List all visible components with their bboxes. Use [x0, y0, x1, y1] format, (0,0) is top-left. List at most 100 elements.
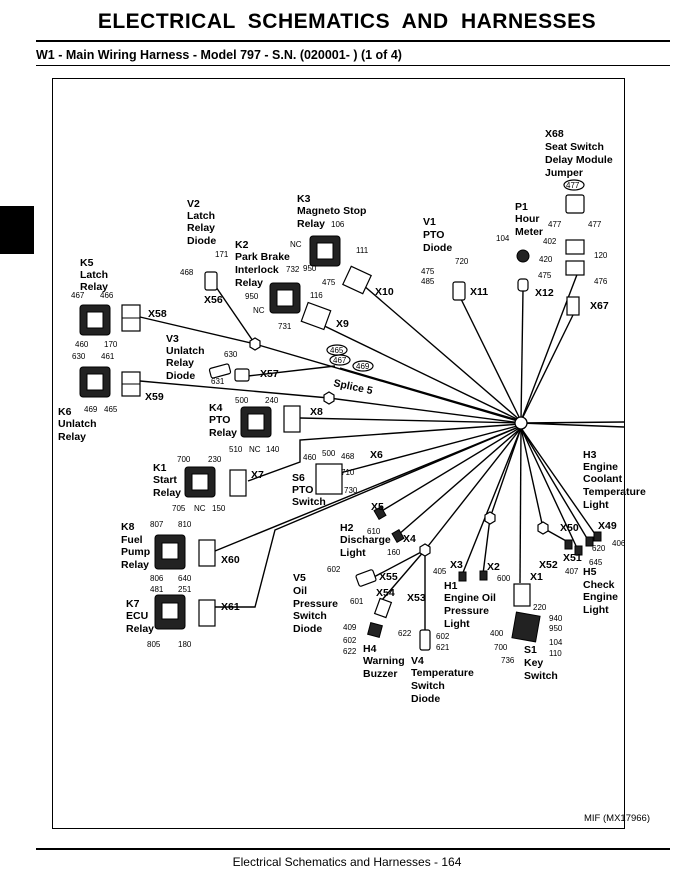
wire-num: 610: [367, 527, 381, 536]
wire-num: 500: [322, 449, 336, 458]
harness-hub: [514, 416, 528, 430]
label-x53: X53: [407, 592, 426, 604]
wire-num: 251: [178, 585, 192, 594]
wire-num: 720: [455, 257, 469, 266]
label-x54: X54: [376, 587, 395, 599]
connector-x49: [593, 531, 602, 542]
wire-num: 645: [589, 558, 603, 567]
wire-num: 468: [341, 452, 355, 461]
wire-num: 230: [208, 455, 222, 464]
label-x51: X51: [563, 552, 582, 564]
wire-num: 640: [178, 574, 192, 583]
label-x9: X9: [336, 318, 349, 330]
splice-5-label: Splice 5: [332, 377, 373, 397]
label-x49: X49: [598, 520, 617, 532]
wire-number-labels: 477 477 477 104 402 420 120 475 476 171 …: [71, 181, 626, 665]
wire-num: 460: [303, 453, 317, 462]
wire-x9: [311, 319, 522, 422]
wire-num: 805: [147, 640, 161, 649]
relay-k8-socket: [161, 542, 179, 560]
wire-num: 405: [433, 567, 447, 576]
hour-meter-p1: [516, 249, 530, 263]
wire-x61: [215, 425, 522, 608]
wire-x4: [397, 427, 522, 536]
wire-num: 465: [104, 405, 118, 414]
wire-trunk-right: [520, 421, 625, 424]
wire-num: NC: [253, 306, 265, 315]
relay-k5: [79, 304, 141, 336]
relay-k1-socket: [191, 473, 209, 491]
wire-x7: [247, 423, 522, 482]
wire-num: 731: [278, 322, 292, 331]
wire-num: 120: [594, 251, 608, 260]
wire-num: 420: [539, 255, 553, 264]
hex-splices: [249, 337, 549, 557]
relay-k8: [154, 534, 216, 570]
connector-x12: [517, 278, 529, 292]
wire-num: 602: [327, 565, 341, 574]
label-x12: X12: [535, 287, 554, 299]
wire-num: 461: [101, 352, 115, 361]
wire-num: 477: [566, 181, 580, 190]
wire-x11: [459, 296, 522, 422]
relay-k4: [240, 405, 301, 438]
wire-x3: [461, 427, 522, 576]
connector-x8: [283, 405, 301, 433]
connector-x50: [585, 536, 594, 547]
jumper-x68: [563, 179, 585, 316]
connector-x9: [300, 301, 332, 331]
splice-hex-1: [249, 337, 261, 351]
connector-x3: [458, 571, 467, 582]
connector-v3-diode: [208, 363, 232, 379]
wire-num: 730: [344, 486, 358, 495]
wire-num: 602: [436, 632, 450, 641]
wire-469: 469: [356, 362, 370, 371]
wire-num: 950: [245, 292, 259, 301]
wire-num: 400: [490, 629, 504, 638]
wire-num: 807: [150, 520, 164, 529]
wire-num: 477: [588, 220, 602, 229]
wire-num: 631: [211, 377, 225, 386]
label-x50: X50: [560, 522, 579, 534]
label-x3: X3: [450, 559, 463, 571]
wire-num: 510: [229, 445, 243, 454]
wire-465: 465: [330, 346, 344, 355]
relay-k4-socket: [247, 413, 265, 431]
splice-hex-4: [484, 511, 496, 525]
wire-x12: [520, 289, 524, 422]
wire-num: 407: [565, 567, 579, 576]
connector-x1: [513, 583, 531, 607]
relay-k2: [269, 282, 332, 331]
wire-x57: [247, 365, 336, 377]
wire-num: 810: [178, 520, 192, 529]
wire-num: 160: [387, 548, 401, 557]
key-switch-s1: [511, 611, 541, 643]
wire-num: 736: [501, 656, 515, 665]
connector-x55: [355, 569, 377, 587]
wire-467: 467: [333, 356, 347, 365]
wire-num: 402: [543, 237, 557, 246]
connector-x52: [564, 539, 573, 550]
buzzer-h4: [367, 622, 383, 638]
wire-num: 950: [549, 624, 563, 633]
wire-num: 240: [265, 396, 279, 405]
splice-hex-5: [537, 521, 549, 535]
wire-num: 475: [421, 267, 435, 276]
connector-x53: [419, 629, 431, 651]
diode-v2: [204, 271, 218, 291]
splice-hex-2: [323, 391, 335, 405]
